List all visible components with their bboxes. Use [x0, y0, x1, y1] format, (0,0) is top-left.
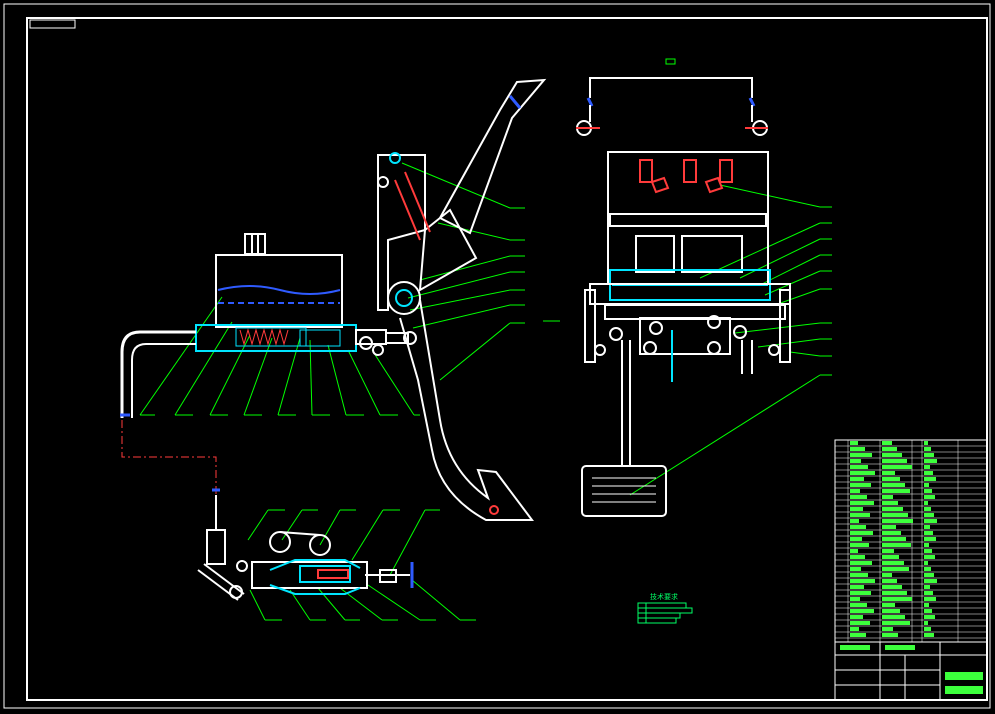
title-block	[834, 641, 988, 701]
pedal-front-view	[377, 78, 547, 521]
leader-lines	[139, 58, 832, 621]
master-cylinder-assembly	[120, 233, 417, 418]
slave-cylinder-assembly	[197, 488, 414, 601]
pedal-side-view	[576, 77, 791, 517]
hydraulic-line	[121, 420, 217, 495]
technical-requirements-block	[637, 602, 693, 624]
technical-requirements-label: 技术要求	[650, 593, 678, 601]
parts-list-table	[834, 439, 988, 643]
sheet-frame	[3, 3, 991, 709]
